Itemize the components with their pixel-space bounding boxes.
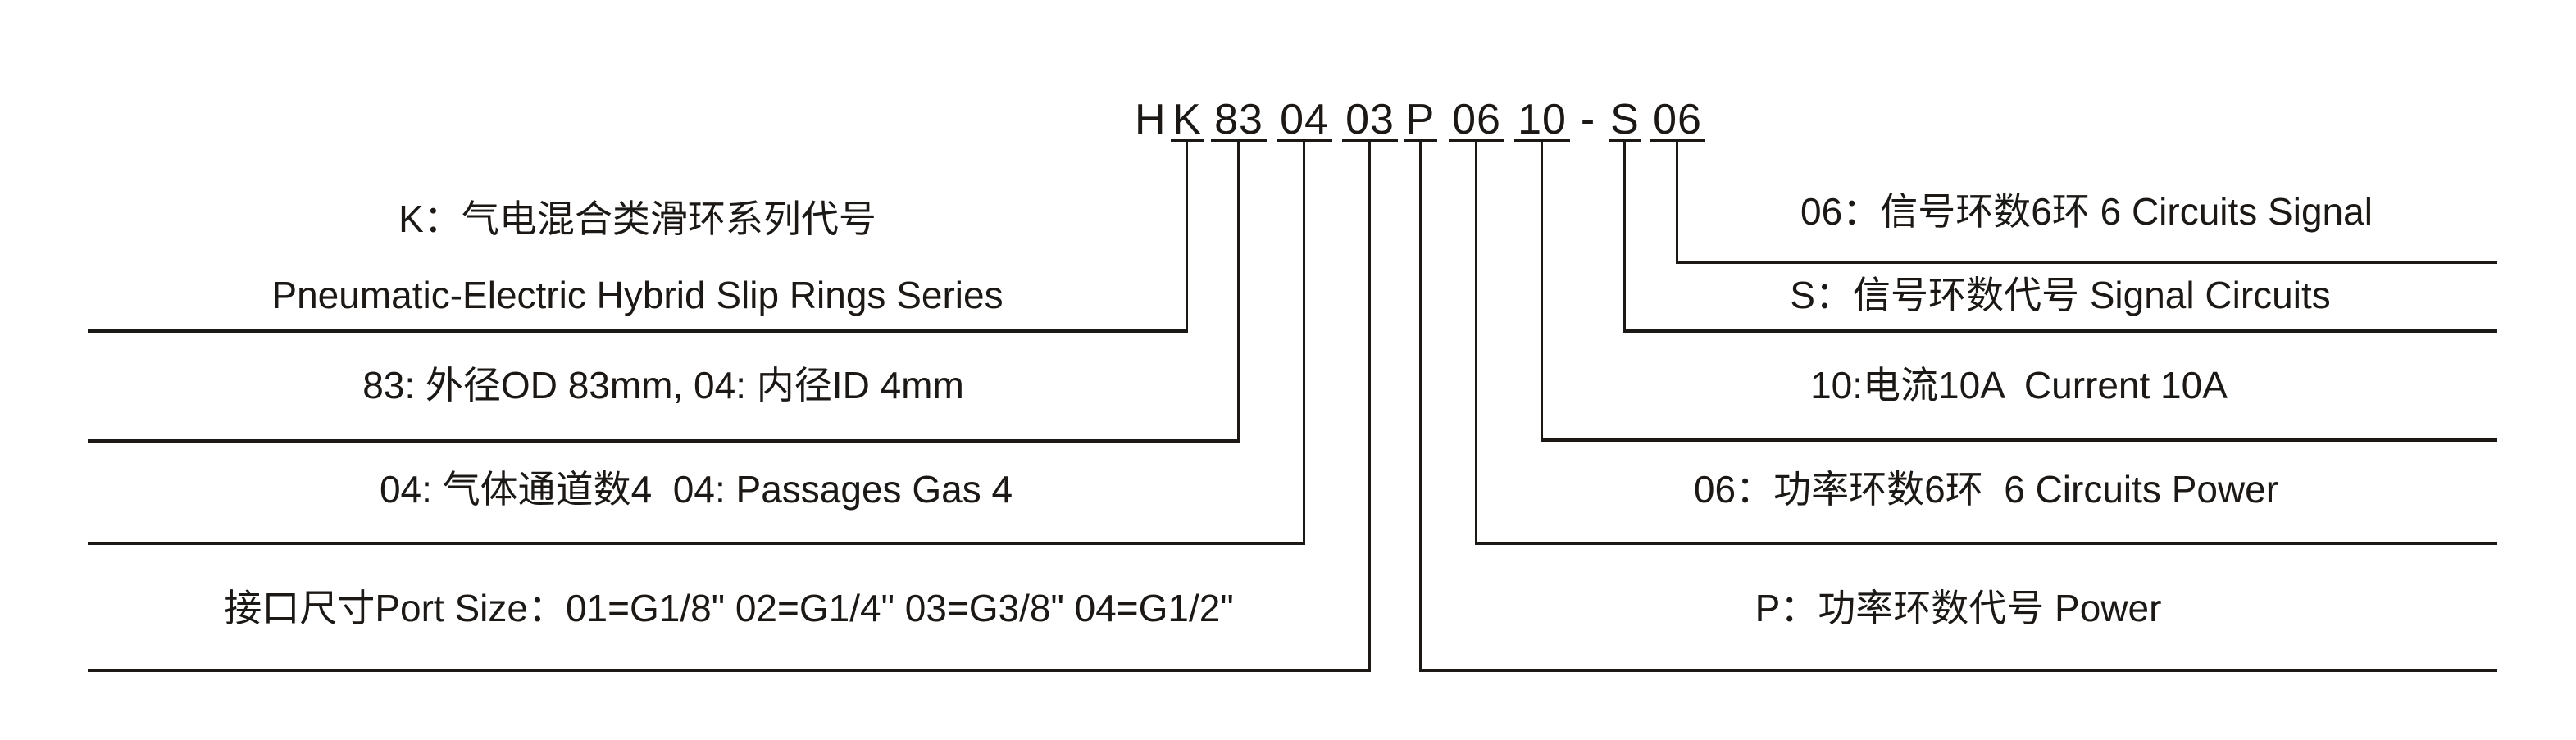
- code-segment-P: P: [1404, 98, 1437, 142]
- code-segment-S: S: [1609, 96, 1641, 143]
- code-segment-03: 03: [1342, 98, 1398, 142]
- code-segment-83: 83: [1211, 98, 1267, 142]
- row-outer-inner-diameter-label: 83: 外径OD 83mm, 04: 内径ID 4mm: [362, 364, 964, 406]
- connector-line-S: [1623, 140, 1626, 333]
- row-series-code-label-en: Pneumatic-Electric Hybrid Slip Rings Ser…: [271, 274, 1004, 316]
- code-segment-06-power: 06: [1449, 98, 1504, 142]
- connector-line-04-id: [1303, 140, 1305, 545]
- row-current-label: 10:电流10A Current 10A: [1810, 364, 2228, 406]
- row-port-size-label: 接口尺寸Port Size：01=G1/8" 02=G1/4" 03=G3/8"…: [224, 587, 1234, 629]
- connector-line-06-signal: [1676, 140, 1678, 264]
- row-gas-passages-label: 04: 气体通道数4 04: Passages Gas 4: [379, 468, 1013, 511]
- row-power-circuits-count: 06：功率环数6环 6 Circuits Power: [1475, 447, 2497, 545]
- code-segment-06-signal: 06: [1650, 98, 1705, 142]
- row-gas-passages: 04: 气体通道数4 04: Passages Gas 4: [88, 447, 1304, 545]
- row-port-size: 接口尺寸Port Size：01=G1/8" 02=G1/4" 03=G3/8"…: [88, 574, 1370, 672]
- connector-line-P: [1419, 140, 1422, 672]
- row-series-code: K：气电混合类滑环系列代号 Pneumatic-Electric Hybrid …: [88, 174, 1187, 333]
- connector-line-10: [1541, 140, 1543, 442]
- row-power-circuits-count-label: 06：功率环数6环 6 Circuits Power: [1693, 468, 2279, 511]
- row-signal-code-label: S：信号环数代号 Signal Circuits: [1790, 274, 2331, 316]
- row-series-code-label-zh: K：气电混合类滑环系列代号: [398, 197, 876, 240]
- row-power-code-label: P：功率环数代号 Power: [1755, 587, 2162, 629]
- code-segment-10: 10: [1514, 98, 1570, 142]
- code-segment-dash: -: [1580, 96, 1596, 143]
- connector-line-03: [1368, 140, 1371, 672]
- connector-line-K: [1186, 140, 1188, 333]
- code-segment-04-id: 04: [1277, 98, 1332, 142]
- code-segment-K: K: [1171, 98, 1204, 142]
- connector-line-06-power: [1475, 140, 1477, 545]
- row-outer-inner-diameter: 83: 外径OD 83mm, 04: 内径ID 4mm: [88, 344, 1239, 443]
- row-power-code: P：功率环数代号 Power: [1419, 574, 2497, 672]
- code-segment-H: H: [1135, 96, 1167, 143]
- connector-line-83: [1237, 140, 1240, 443]
- row-signal-code: S：信号环数代号 Signal Circuits: [1623, 234, 2497, 333]
- row-current: 10:电流10A Current 10A: [1541, 343, 2497, 442]
- row-signal-circuits-count-label: 06：信号环数6环 6 Circuits Signal: [1800, 190, 2373, 233]
- row-signal-circuits-count: 06：信号环数6环 6 Circuits Signal: [1676, 166, 2497, 264]
